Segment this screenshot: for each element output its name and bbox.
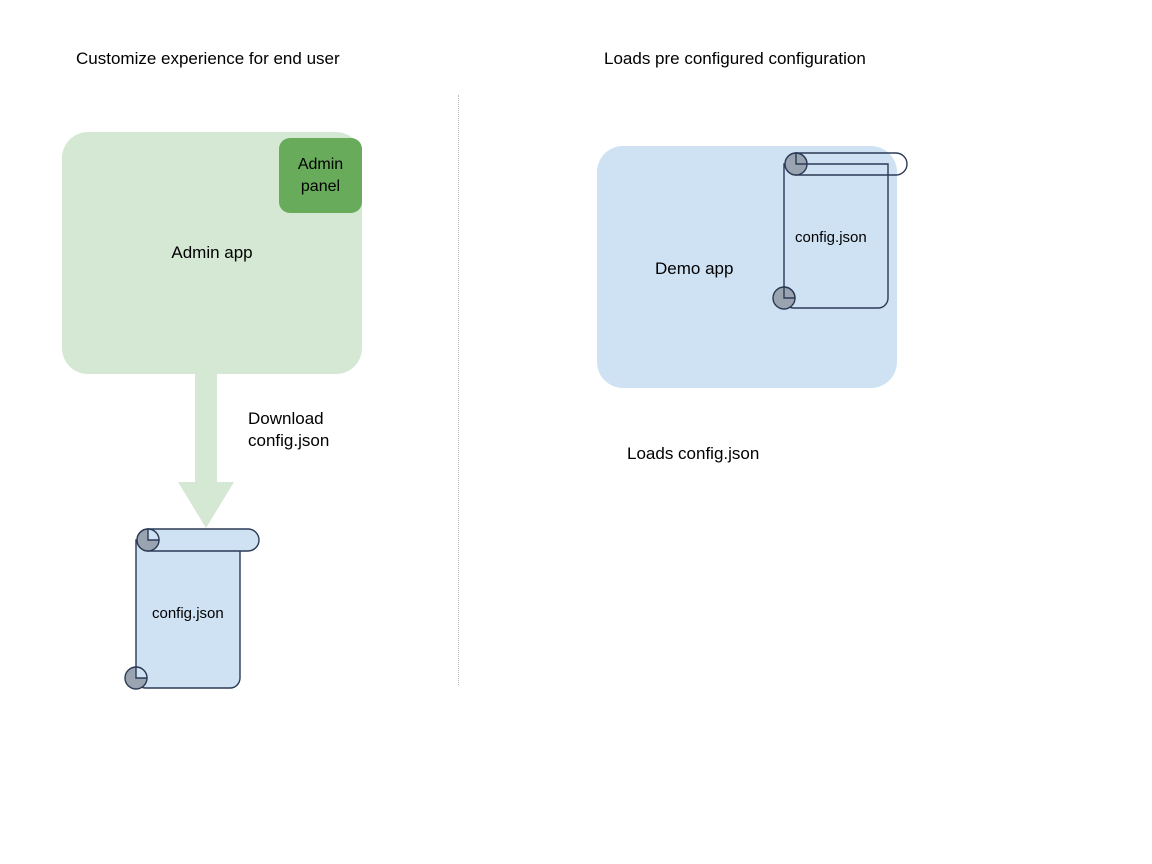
panel-divider (458, 95, 459, 685)
download-arrow-icon (178, 370, 234, 528)
left-panel-heading: Customize experience for end user (76, 49, 340, 68)
right-panel-heading: Loads pre configured configuration (604, 49, 866, 68)
admin-panel-badge[interactable]: Admin panel (279, 138, 362, 213)
admin-panel-label: Admin panel (297, 155, 344, 195)
loads-config-caption: Loads config.json (627, 444, 760, 463)
config-json-label-right: config.json (795, 229, 867, 246)
config-json-label-left: config.json (152, 605, 224, 622)
config-json-document-left[interactable] (118, 526, 268, 694)
demo-app-box: Demo app (597, 146, 897, 388)
download-arrow-label: Download config.json (248, 409, 330, 450)
demo-app-label: Demo app (655, 259, 734, 278)
admin-app-label: Admin app (171, 243, 253, 262)
config-json-document-right[interactable] (766, 150, 916, 314)
